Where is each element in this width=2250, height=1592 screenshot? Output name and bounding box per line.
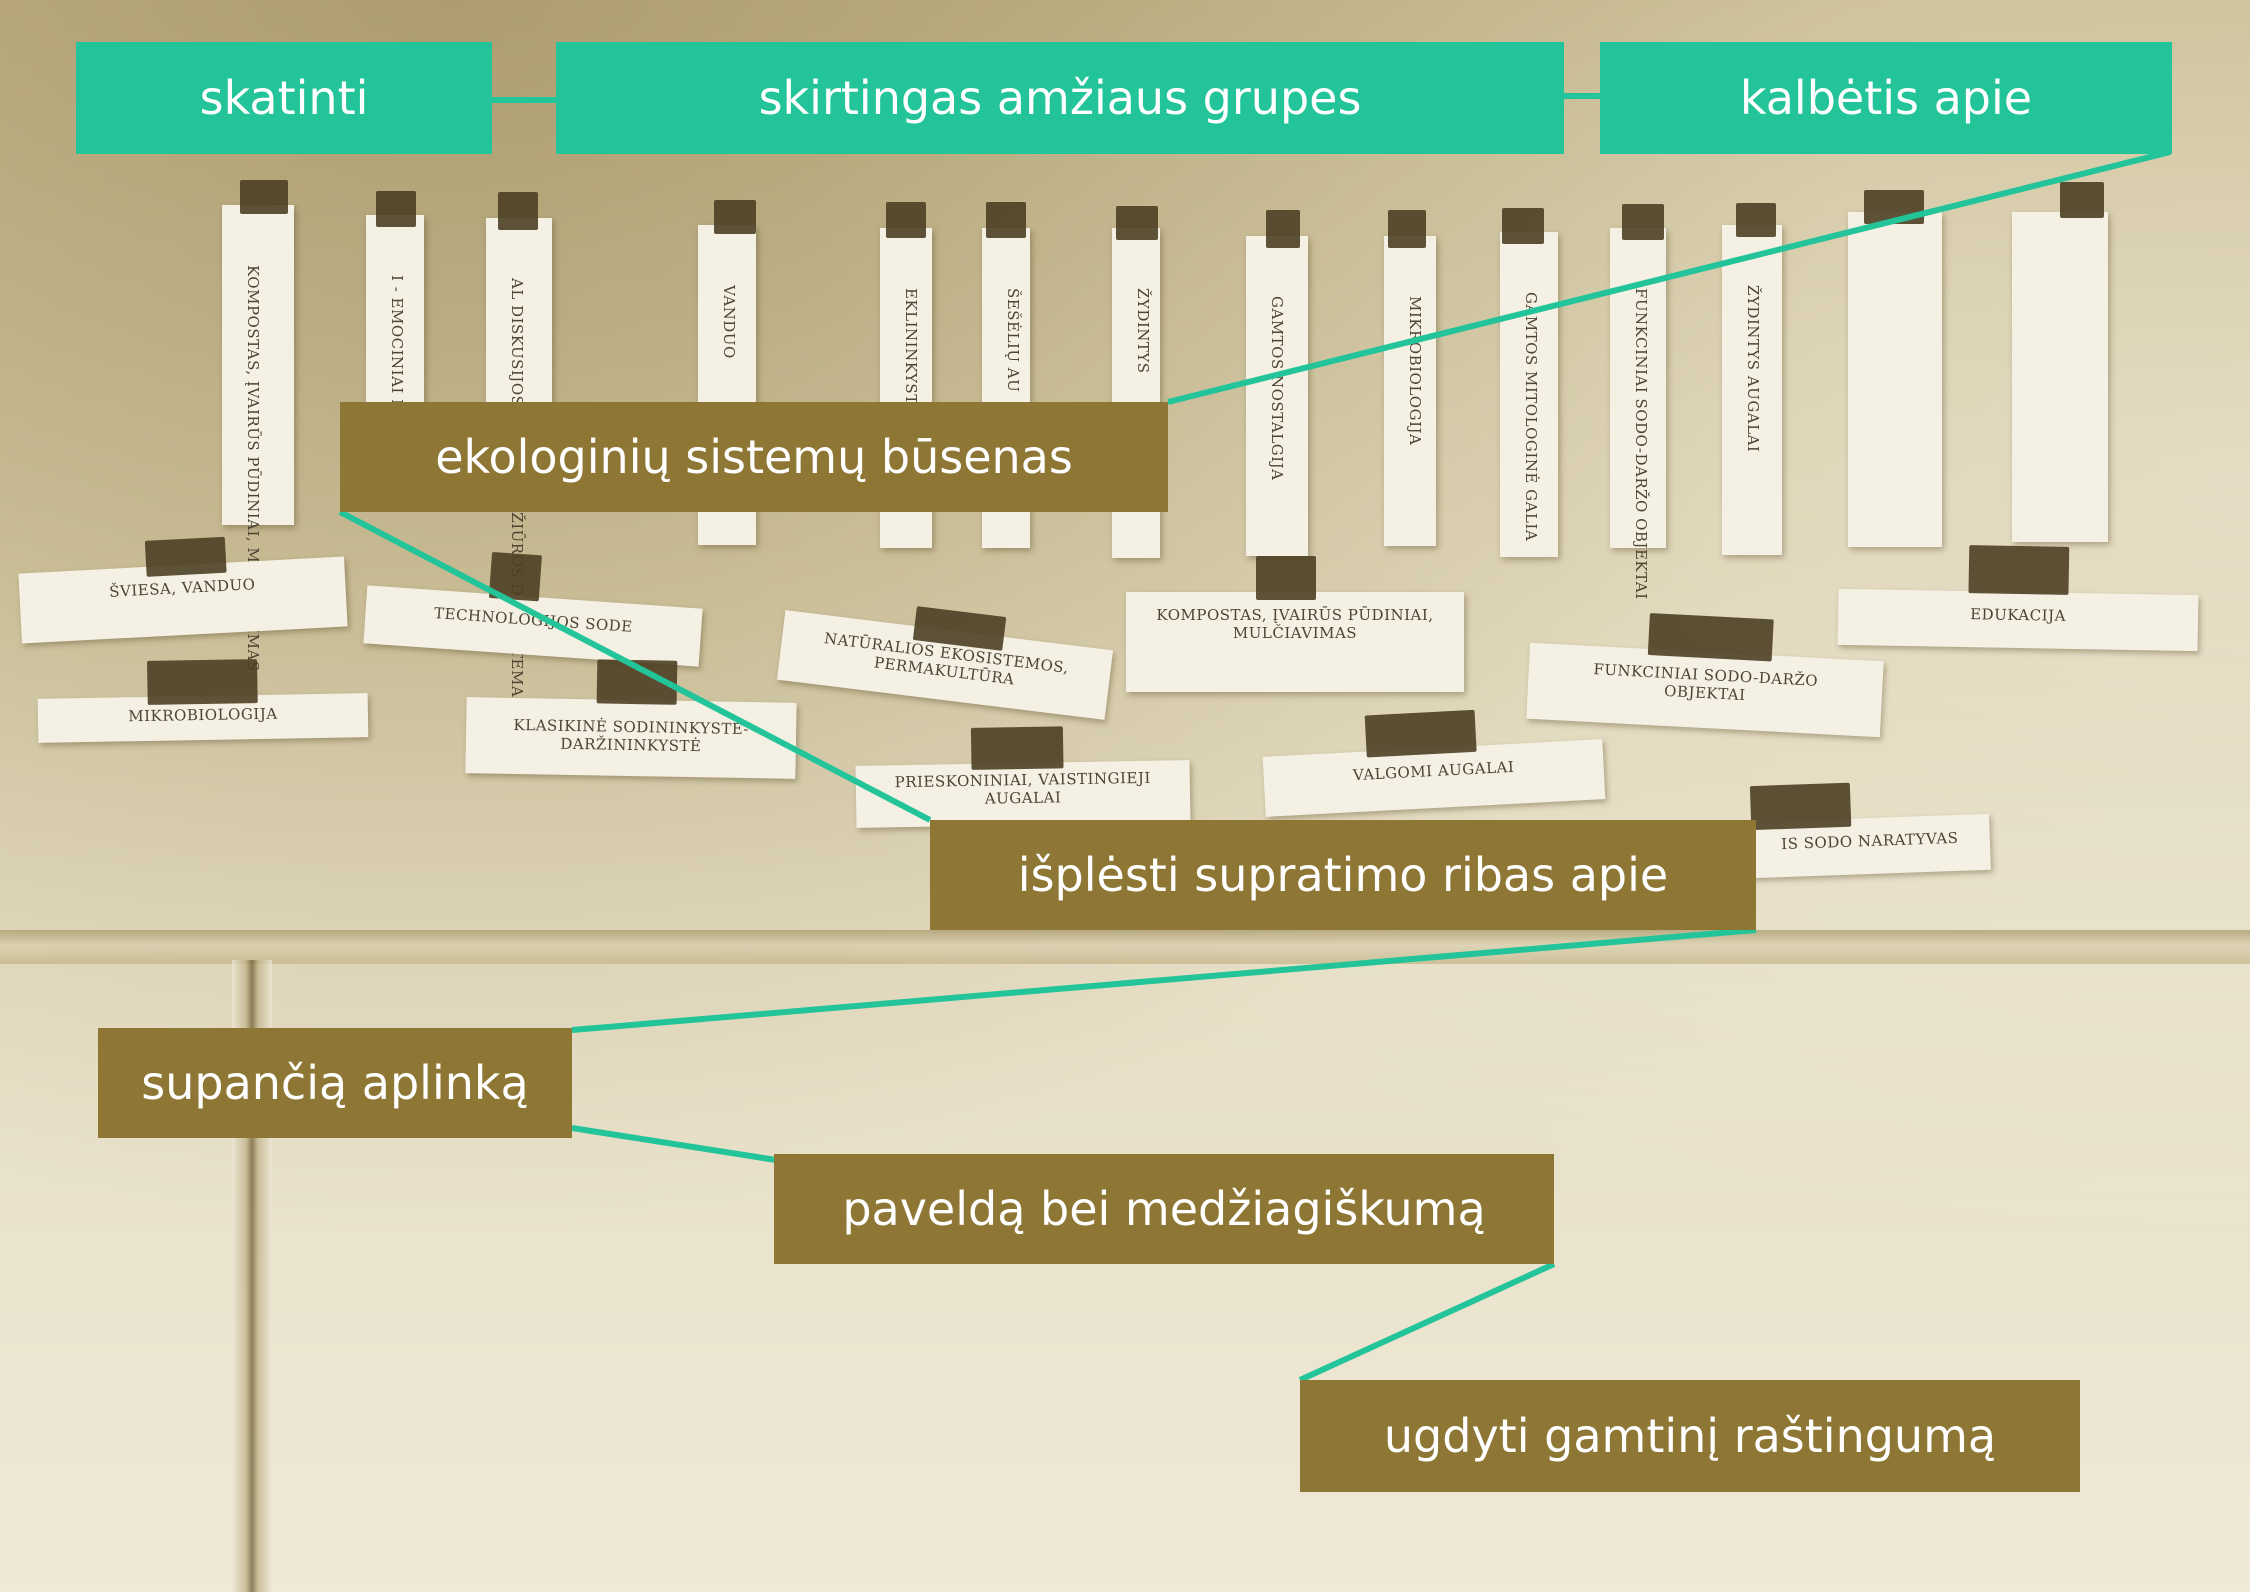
label-supancia-aplinka: supančią aplinką (98, 1028, 572, 1138)
connector-line (1298, 1261, 1556, 1383)
paper-strip: MIKROBIOLOGIJA (1384, 210, 1436, 546)
paper-strip: AL DISKUSIJOS, FILMŲ PERŽIŪROS DARŽO TEM… (486, 192, 552, 697)
connector-line (571, 1125, 777, 1163)
connector-line (571, 927, 1757, 1033)
label-skirtingas-amziaus-grupes: skirtingas amžiaus grupes (556, 42, 1564, 154)
paper-strip: I - EMOCINIAI RYTOJAI (366, 191, 424, 468)
label-pavelda-bei-medziagiskuma: paveldą bei medžiagiškumą (774, 1154, 1554, 1264)
paper-strip: KOMPOSTAS, ĮVAIRŪS PŪDINIAI, MULČIAVIMAS (1126, 556, 1464, 692)
connector-line (1167, 149, 2171, 405)
label-isplesti-supratimo-ribas: išplėsti supratimo ribas apie (930, 820, 1756, 930)
strip-text: KOMPOSTAS, ĮVAIRŪS PŪDINIAI, MULČIAVIMAS (1156, 606, 1434, 642)
connector-line (338, 509, 932, 823)
paper-strip: GAMTOS NOSTALGIJA (1246, 210, 1308, 556)
label-skatinti: skatinti (76, 42, 492, 154)
paper-strip: ŽYDINTYS AUGALAI (1722, 203, 1782, 555)
paper-strip: KOMPOSTAS, ĮVAIRŪS PŪDINIAI, MULČIAVIMAS (222, 180, 294, 672)
wall-ledge (0, 930, 2250, 964)
paper-strip (1848, 190, 1942, 547)
paper-strip: GAMTOS MITOLOGINĖ GALIA (1500, 208, 1558, 557)
paper-strip (2012, 182, 2108, 542)
label-ugdyti-gamtini-rastinguma: ugdyti gamtinį raštingumą (1300, 1380, 2080, 1492)
label-kalbetis-apie: kalbėtis apie (1600, 42, 2172, 154)
label-ekologiniu-sistemu-busenas: ekologinių sistemų būsenas (340, 402, 1168, 512)
